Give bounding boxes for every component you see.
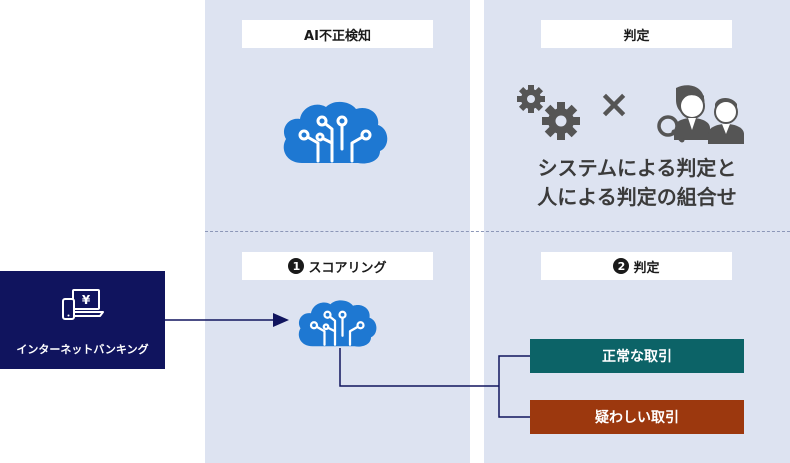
judgment-header: 判定 — [541, 20, 732, 48]
ai-brain-icon-small — [298, 300, 377, 347]
gears-icon — [517, 85, 580, 140]
suspicious-transaction-box: 疑わしい取引 — [530, 400, 744, 434]
ai-brain-icon-large — [283, 101, 388, 164]
internet-banking-label: インターネットバンキング — [16, 343, 149, 356]
step-number-2: 2 — [613, 258, 630, 274]
times-operator: × — [598, 82, 630, 126]
people-magnifier-icon — [657, 85, 744, 144]
step-number-1: 1 — [288, 258, 305, 274]
section-divider — [205, 231, 790, 232]
normal-transaction-box: 正常な取引 — [530, 339, 744, 373]
ai-detection-header: AI不正検知 — [242, 20, 433, 48]
scoring-header-text: スコアリング — [308, 260, 387, 276]
judgment-step-header-text: 判定 — [633, 260, 660, 276]
description-line-2: 人による判定の組合せ — [537, 185, 737, 209]
internet-banking-box: ¥ インターネットバンキング — [0, 271, 165, 369]
description-line-1: システムによる判定と — [537, 156, 737, 180]
yen-symbol: ¥ — [82, 293, 91, 307]
judgment-step-header: 2 判定 — [541, 252, 732, 280]
result-connector — [339, 348, 530, 418]
arrow-to-scoring — [165, 313, 289, 327]
laptop-phone-icon: ¥ — [62, 289, 104, 320]
normal-transaction-label: 正常な取引 — [602, 349, 672, 365]
judgment-header-text: 判定 — [623, 28, 650, 44]
ai-detection-header-text: AI不正検知 — [304, 28, 371, 44]
suspicious-transaction-label: 疑わしい取引 — [595, 410, 679, 426]
scoring-header: 1 スコアリング — [242, 252, 433, 280]
